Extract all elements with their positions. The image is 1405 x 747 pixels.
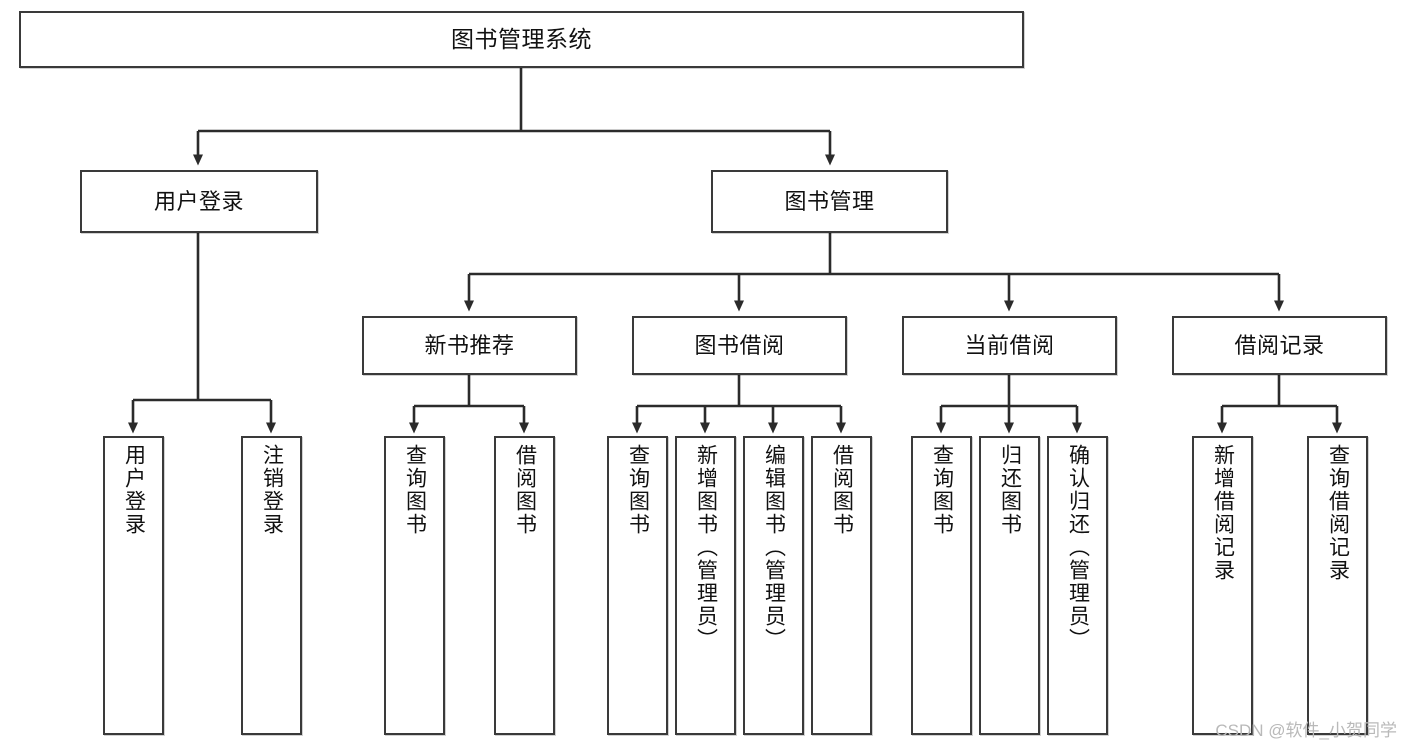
node-new-book-recommend[interactable]: 新书推荐 [362,316,577,375]
node-label: 图书借阅 [694,332,785,358]
node-leaf-query-book-current[interactable]: 查询图书 [911,436,972,735]
node-leaf-user-login[interactable]: 用户登录 [103,436,164,735]
node-leaf-return-book[interactable]: 归还图书 [979,436,1040,735]
node-book-management[interactable]: 图书管理 [711,170,948,233]
node-leaf-logout-login[interactable]: 注销登录 [241,436,302,735]
node-book-borrow[interactable]: 图书借阅 [632,316,847,375]
node-leaf-borrow-book[interactable]: 借阅图书 [811,436,872,735]
node-label: 查询图书 [930,444,954,536]
node-label: 查询图书 [403,444,427,536]
node-label: 用户登录 [122,444,146,536]
node-leaf-query-book-borrow[interactable]: 查询图书 [607,436,668,735]
node-current-borrow[interactable]: 当前借阅 [902,316,1117,375]
node-user-login[interactable]: 用户登录 [80,170,318,233]
watermark: CSDN @软件_小贺同学 [1215,721,1397,740]
node-root-book-management-system[interactable]: 图书管理系统 [19,11,1024,68]
node-leaf-edit-book-admin[interactable]: 编辑图书（管理员） [743,436,804,735]
node-label: 图书管理 [784,188,875,214]
node-label: 新增图书（管理员） [694,444,718,651]
node-label: 借阅图书 [830,444,854,536]
node-label: 新书推荐 [424,332,515,358]
node-label: 新增借阅记录 [1211,444,1235,582]
node-leaf-query-borrow-record[interactable]: 查询借阅记录 [1307,436,1368,735]
node-label: 查询图书 [626,444,650,536]
node-label: 查询借阅记录 [1326,444,1350,582]
node-label: 归还图书 [998,444,1022,536]
node-leaf-confirm-return-admin[interactable]: 确认归还（管理员） [1047,436,1108,735]
node-leaf-borrow-book-recommend[interactable]: 借阅图书 [494,436,555,735]
node-label: 用户登录 [153,188,244,214]
node-label: 借阅记录 [1234,332,1325,358]
node-leaf-add-borrow-record[interactable]: 新增借阅记录 [1192,436,1253,735]
node-label: 当前借阅 [964,332,1055,358]
node-label: 确认归还（管理员） [1066,444,1090,651]
node-label: 注销登录 [260,444,284,536]
node-label: 图书管理系统 [451,25,592,52]
node-label: 编辑图书（管理员） [762,444,786,651]
node-label: 借阅图书 [513,444,537,536]
node-borrow-record[interactable]: 借阅记录 [1172,316,1387,375]
node-leaf-add-book-admin[interactable]: 新增图书（管理员） [675,436,736,735]
node-leaf-query-book-recommend[interactable]: 查询图书 [384,436,445,735]
